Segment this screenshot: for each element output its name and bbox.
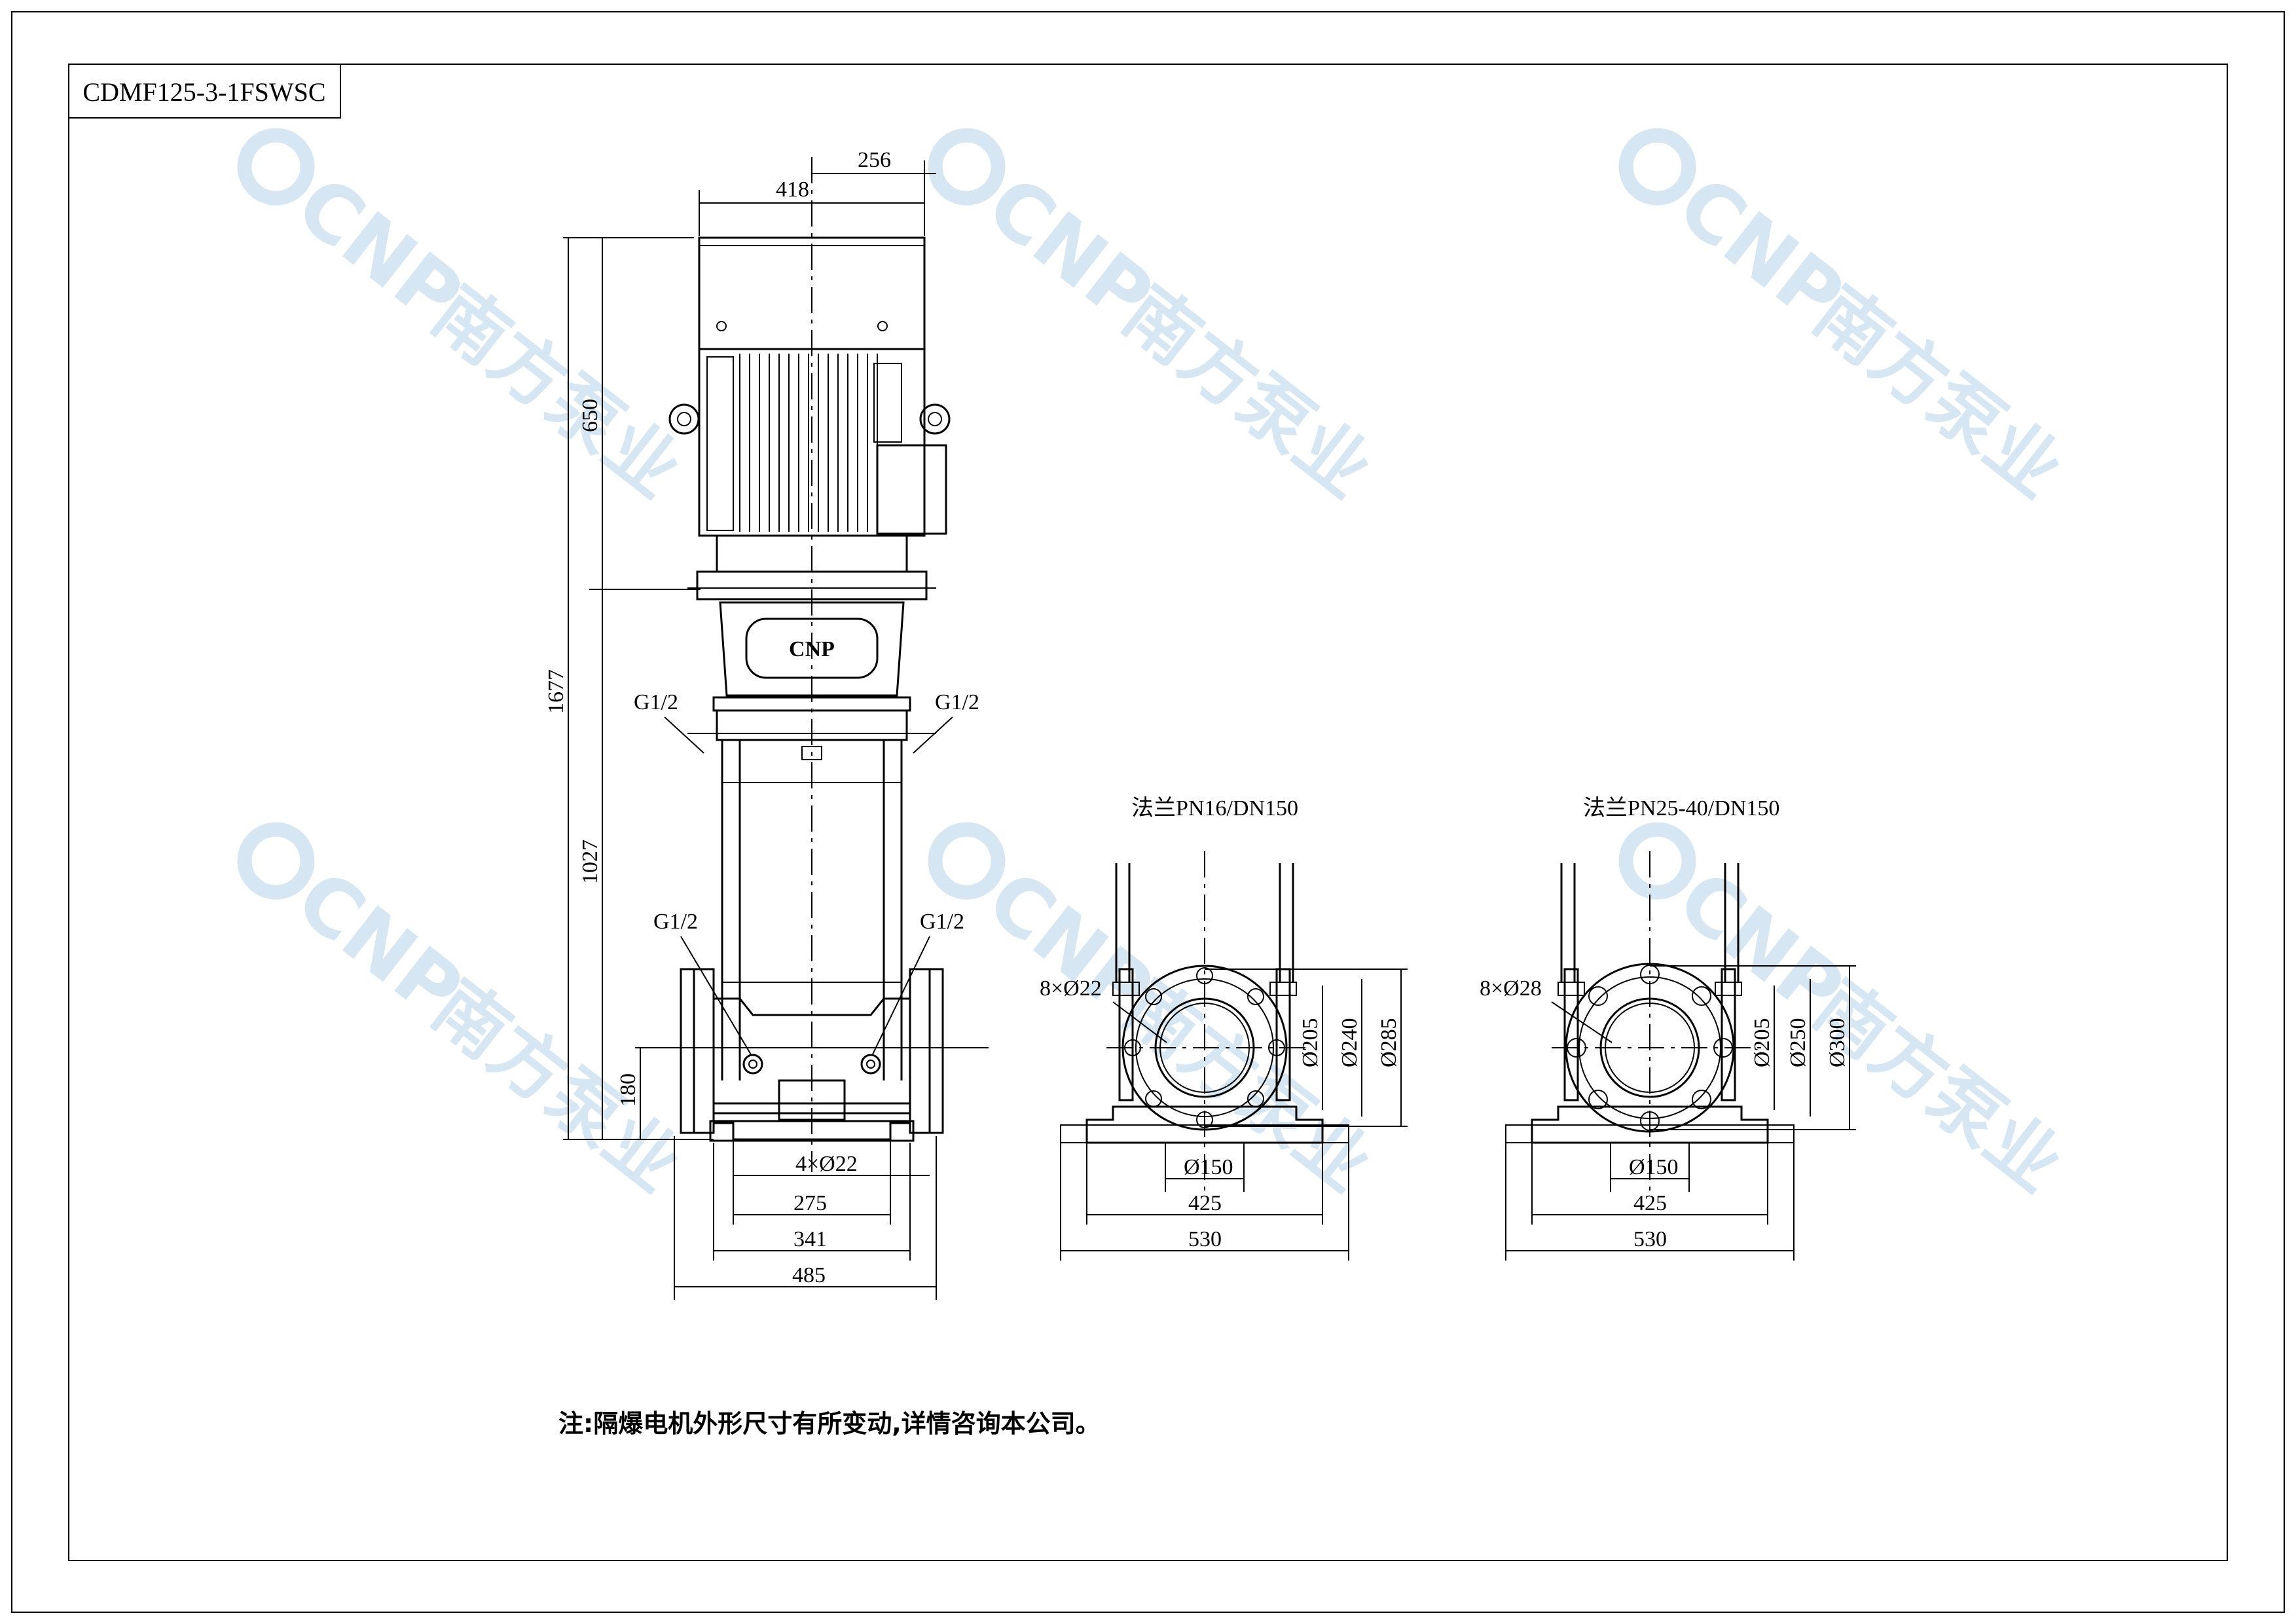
flange-view-pn25-40: 法兰PN25-40/DN150 8×Ø28 Ø2 [1480,796,1856,1261]
motor-fins [739,354,878,532]
footnote: 注:隔爆电机外形尺寸有所变动,详情咨询本公司。 [558,1409,1101,1438]
svg-text:Ø300: Ø300 [1825,1018,1850,1067]
svg-text:Ø250: Ø250 [1786,1018,1810,1067]
svg-text:法兰PN16/DN150: 法兰PN16/DN150 [1131,796,1298,821]
terminal-box [876,444,947,535]
watermark-1: CNP 南方泵业 [237,128,697,514]
svg-text:180: 180 [616,1073,640,1107]
outer-frame [11,11,2285,1613]
svg-text:G1/2: G1/2 [653,910,698,934]
outlet-flange [909,968,931,1134]
svg-text:418: 418 [776,177,809,202]
svg-text:法兰PN25-40/DN150: 法兰PN25-40/DN150 [1583,796,1779,821]
watermark-2: CNP 南方泵业 [928,128,1387,514]
svg-text:530: 530 [1188,1227,1222,1251]
svg-text:Ø150: Ø150 [1184,1155,1233,1179]
svg-text:南方泵业: 南方泵业 [1108,270,1387,514]
lifting-eye-right [919,403,951,435]
cnp-nameplate [745,618,879,679]
svg-text:256: 256 [858,148,891,172]
svg-text:Ø205: Ø205 [1750,1018,1774,1067]
inlet-flange [693,968,715,1134]
svg-text:G1/2: G1/2 [920,910,964,934]
flange-outer-circle [1121,965,1288,1131]
front-view: CNP 418 256 [544,148,989,1300]
svg-text:Ø150: Ø150 [1629,1155,1679,1179]
svg-text:8×Ø22: 8×Ø22 [1040,976,1102,1001]
svg-text:650: 650 [578,399,602,432]
svg-text:Ø285: Ø285 [1377,1018,1401,1067]
svg-text:425: 425 [1633,1191,1667,1215]
svg-text:南方泵业: 南方泵业 [1799,965,2078,1208]
svg-text:G1/2: G1/2 [935,690,979,714]
svg-text:南方泵业: 南方泵业 [1799,270,2078,514]
svg-text:南方泵业: 南方泵业 [418,270,697,514]
flange-outer-circle-2 [1565,963,1735,1133]
svg-text:530: 530 [1633,1227,1667,1251]
watermark-6: CNP 南方泵业 [1618,822,2078,1208]
coupling-housing [719,601,905,697]
svg-text:南方泵业: 南方泵业 [418,965,697,1208]
svg-text:南方泵业: 南方泵业 [1108,965,1387,1208]
svg-text:4×Ø22: 4×Ø22 [795,1152,858,1176]
watermark-4: CNP 南方泵业 [237,822,697,1208]
svg-text:CNP: CNP [789,637,835,661]
svg-text:1677: 1677 [544,669,568,714]
svg-text:G1/2: G1/2 [634,690,678,714]
watermark-5: CNP 南方泵业 [928,822,1387,1208]
svg-text:1027: 1027 [578,840,602,884]
svg-text:8×Ø28: 8×Ø28 [1480,976,1542,1001]
motor-flange [696,570,928,600]
flange-view-pn16: 法兰PN16/DN150 8×Ø22 [1040,796,1408,1261]
svg-text:275: 275 [793,1191,827,1215]
model-label: CDMF125-3-1FSWSC [82,77,325,107]
svg-text:Ø205: Ø205 [1298,1018,1322,1067]
lifting-eye-left [668,403,700,435]
watermark-3: CNP 南方泵业 [1618,128,2078,514]
inner-frame [68,64,2228,1561]
svg-text:341: 341 [793,1227,827,1251]
svg-text:425: 425 [1188,1191,1222,1215]
model-label-box [68,64,341,119]
svg-text:485: 485 [792,1263,826,1287]
svg-text:Ø240: Ø240 [1338,1018,1362,1067]
